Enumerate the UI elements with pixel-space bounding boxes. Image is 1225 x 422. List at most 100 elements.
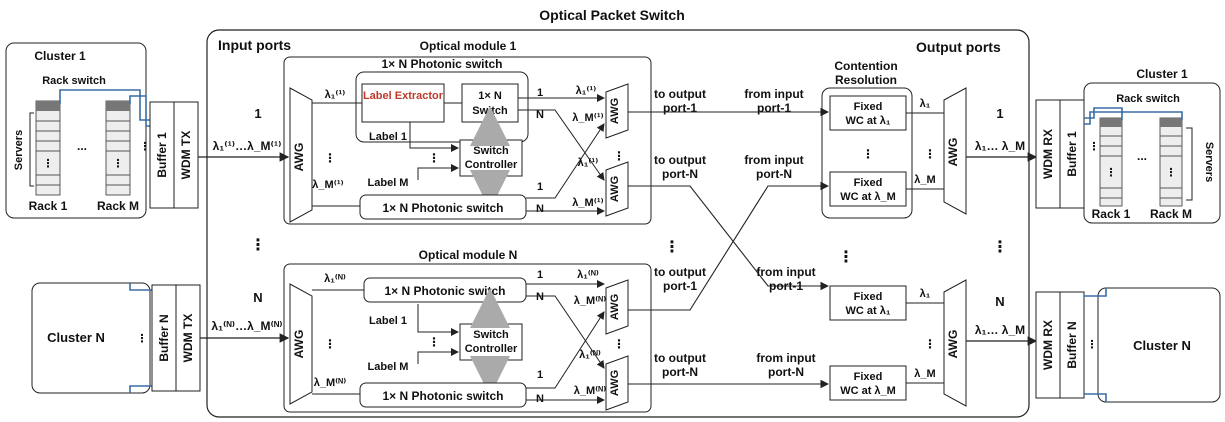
switch-na-out-1: 1 <box>537 269 543 281</box>
photonic-switch-1b-label: 1× N Photonic switch <box>382 201 503 215</box>
wdm-rx-1-label: WDM RX <box>1041 129 1055 179</box>
awg-out-1a <box>605 83 629 139</box>
lambda1-in-n: λ₁⁽ᴺ⁾ <box>324 273 346 285</box>
to-output-port-n-a-l1: to output <box>654 153 706 167</box>
awg-out-na <box>605 279 629 335</box>
cluster-n-left-label: Cluster N <box>47 330 105 345</box>
fixed-wc-1-1 <box>829 95 907 131</box>
wdm-tx-n-label: WDM TX <box>181 314 195 363</box>
buffer-1-label: Buffer 1 <box>155 132 169 178</box>
awg-demux-n <box>289 283 313 405</box>
lambdaM-out-1b: λ_M⁽¹⁾ <box>572 197 603 209</box>
link-m1-to-outN <box>628 185 830 291</box>
optical-module-1-box <box>283 56 652 225</box>
awg-out-nb-label: AWG <box>609 370 621 396</box>
fixed-wc-n-m-l1: Fixed <box>854 371 883 383</box>
uplinks-n-left-dots: ⋮ <box>137 333 148 345</box>
rack-1-left-link <box>59 89 150 121</box>
diagram-title: Optical Packet Switch <box>539 7 685 23</box>
lambdaM-in-n: λ_M⁽ᴺ⁾ <box>314 377 347 389</box>
input-wavelengths-1: λ₁⁽¹⁾…λ_M⁽¹⁾ <box>213 139 282 153</box>
from-input-port-n-b-l2: port-N <box>768 365 804 379</box>
lambdaM-out-nb: λ_M⁽ᴺ⁾ <box>574 385 607 397</box>
mid-vdots-2: ⋮ <box>838 249 854 266</box>
awg-out-1a-label: AWG <box>609 98 621 124</box>
to-output-port-n-b-l2: port-N <box>662 365 698 379</box>
rack-1-left <box>35 100 61 196</box>
cluster-1-left-label: Cluster 1 <box>34 49 86 63</box>
label-m-text-module1: Label M <box>368 177 409 189</box>
output-port-n-label: N <box>995 294 1004 309</box>
switch-controller-1-line2: Controller <box>465 159 518 171</box>
rack-1-right-label: Rack 1 <box>1092 207 1131 221</box>
awg-demux-n-label: AWG <box>292 330 306 359</box>
input-port-n-label: N <box>253 290 262 305</box>
uplinks-n-right-dots: ⋮ <box>1087 339 1098 351</box>
buffer-1-right-label: Buffer 1 <box>1065 131 1079 177</box>
awg-mux-n-in-dots: ⋮ <box>924 337 936 351</box>
uplinks-right-dots: ⋮ <box>1089 141 1100 153</box>
switch-na-out-n: N <box>536 291 544 303</box>
buffer-n-label: Buffer N <box>157 314 171 361</box>
wc-1-dots: ⋮ <box>862 147 874 161</box>
rack-m-left-link <box>129 95 150 127</box>
racks-right-hdots: ... <box>1137 149 1147 163</box>
fixed-wc-1-1-l2: WC at λ₁ <box>846 115 891 127</box>
optical-module-1-label: Optical module 1 <box>420 39 517 53</box>
photonic-switch-1b <box>359 194 527 220</box>
switch-controller-n-line1: Switch <box>473 329 509 341</box>
output-port-1-label: 1 <box>996 106 1003 121</box>
fixed-wc-1-m-l2: WC at λ_M <box>840 191 896 203</box>
rack-m-right-label: Rack M <box>1150 207 1192 221</box>
from-input-port-1-b-l2: port-1 <box>769 279 803 293</box>
to-output-port-1-a-l2: port-1 <box>663 101 697 115</box>
fixed-wc-n-1-l1: Fixed <box>854 291 883 303</box>
switch-controller-1-line1: Switch <box>473 145 509 157</box>
fixed-wc-1-m <box>829 171 907 207</box>
wdm-tx-1-block <box>173 101 199 209</box>
awg-mux-1-in-dots: ⋮ <box>924 147 936 161</box>
wc-1-lambda1: λ₁ <box>920 98 931 110</box>
labels-1-dots: ⋮ <box>428 151 440 165</box>
label-m-text-modulen: Label M <box>368 361 409 373</box>
awg-demux-1 <box>289 87 313 223</box>
wdm-rx-1-block <box>1035 99 1061 209</box>
rack-m-left-dots: ⋮ <box>113 158 124 170</box>
input-port-1-label: 1 <box>254 106 261 121</box>
rack-switch-right-label: Rack switch <box>1116 93 1180 105</box>
optical-packet-switch-box <box>206 29 1030 418</box>
rack-m-left-label: Rack M <box>97 199 139 213</box>
from-input-port-n-a-l1: from input <box>744 153 803 167</box>
fixed-wc-n-m-l2: WC at λ_M <box>840 385 896 397</box>
awg-out-n-dots: ⋮ <box>613 337 625 351</box>
awg-out-1b <box>605 161 629 217</box>
switch-1a-out-n: N <box>536 109 544 121</box>
label-extractor-1-text: Label Extractor <box>363 90 444 102</box>
wc-n-lambda1: λ₁ <box>920 288 931 300</box>
rack-switch-left-label: Rack switch <box>42 75 106 87</box>
lambdaM-in-1: λ_M⁽¹⁾ <box>312 179 343 191</box>
label-extractor-1 <box>361 83 445 123</box>
awg-out-1b-label: AWG <box>609 176 621 202</box>
lambda1-out-1: λ₁⁽¹⁾ <box>576 85 597 97</box>
lambda1-in-1: λ₁⁽¹⁾ <box>325 89 346 101</box>
switch-controller-n-line2: Controller <box>465 343 518 355</box>
buffer-1-block <box>149 101 175 209</box>
small-switch-1a-line2: Switch <box>472 105 508 117</box>
photonic-switch-1a-label: 1× N Photonic switch <box>381 57 502 71</box>
uplinks-left-dots: ⋮ <box>140 141 151 153</box>
fixed-wc-n-1-l2: WC at λ₁ <box>846 305 891 317</box>
cluster-n-right-box <box>1097 287 1221 403</box>
awg-out-na-label: AWG <box>609 294 621 320</box>
rack-1-right <box>1099 117 1123 207</box>
awg-mux-out-n-label: AWG <box>946 330 960 359</box>
photonic-switch-na-label: 1× N Photonic switch <box>384 284 505 298</box>
wdm-rx-n-block <box>1035 291 1061 399</box>
input-wavelengths-n: λ₁⁽ᴺ⁾…λ_M⁽ᴺ⁾ <box>211 319 282 333</box>
switch-nb-out-1: 1 <box>537 369 543 381</box>
wdm-tx-1-label: WDM TX <box>179 131 193 180</box>
input-ports-label: Input ports <box>218 37 291 53</box>
cluster-n-left-box <box>31 282 151 394</box>
